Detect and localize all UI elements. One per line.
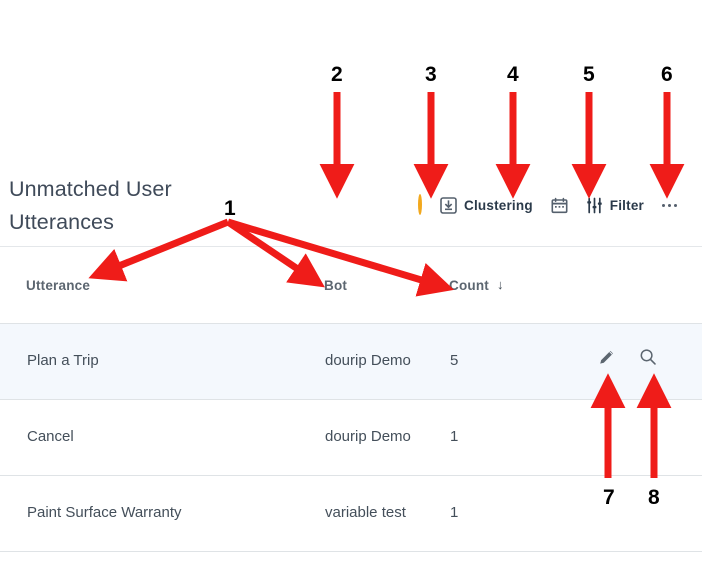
cell-utterance: Plan a Trip: [27, 352, 99, 369]
clustering-button[interactable]: Clustering: [431, 192, 542, 218]
cell-bot: dourip Demo: [325, 352, 411, 369]
annotation-number-6: 6: [661, 63, 673, 86]
cell-utterance: Cancel: [27, 428, 74, 445]
column-header-bot[interactable]: Bot: [324, 278, 348, 293]
annotation-number-1: 1: [224, 197, 236, 220]
table-row[interactable]: Cancel dourip Demo 1: [0, 400, 702, 476]
annotation-number-3: 3: [425, 63, 437, 86]
more-options-button[interactable]: [653, 192, 686, 218]
calendar-icon: [551, 197, 568, 214]
page-title: Unmatched User Utterances: [9, 177, 172, 234]
cell-bot: dourip Demo: [325, 428, 411, 445]
column-header-count[interactable]: Count: [449, 278, 489, 293]
date-picker-button[interactable]: [542, 192, 577, 218]
magnifier-search-icon[interactable]: [639, 348, 657, 366]
cell-bot: variable test: [325, 504, 406, 521]
alert-button[interactable]: [409, 192, 431, 218]
row-actions: [598, 348, 657, 366]
sort-direction-icon[interactable]: ↓: [497, 277, 504, 292]
annotation-number-5: 5: [583, 63, 595, 86]
panel-header: Unmatched User Utterances Clustering: [0, 160, 702, 247]
utterances-table: Utterance Bot Count ↓ Plan a Trip dourip…: [0, 247, 702, 552]
cell-count: 5: [450, 352, 459, 369]
table-row[interactable]: Plan a Trip dourip Demo 5: [0, 324, 702, 400]
clustering-download-icon: [440, 196, 457, 214]
annotation-number-7: 7: [603, 486, 615, 509]
pencil-edit-icon[interactable]: [598, 348, 616, 366]
filter-sliders-icon: [586, 197, 603, 214]
table-row[interactable]: Paint Surface Warranty variable test 1: [0, 476, 702, 552]
more-options-icon: [662, 203, 677, 207]
cell-count: 1: [450, 504, 459, 521]
panel-toolbar: Clustering: [409, 192, 686, 218]
table-header-row: Utterance Bot Count ↓: [0, 247, 702, 324]
annotation-number-2: 2: [331, 63, 343, 86]
filter-label: Filter: [609, 197, 644, 213]
cell-utterance: Paint Surface Warranty: [27, 504, 182, 521]
column-header-utterance[interactable]: Utterance: [26, 278, 91, 293]
annotation-number-4: 4: [507, 63, 519, 86]
annotation-number-8: 8: [648, 486, 660, 509]
cell-count: 1: [450, 428, 459, 445]
clustering-label: Clustering: [464, 197, 533, 213]
filter-button[interactable]: Filter: [577, 192, 653, 218]
